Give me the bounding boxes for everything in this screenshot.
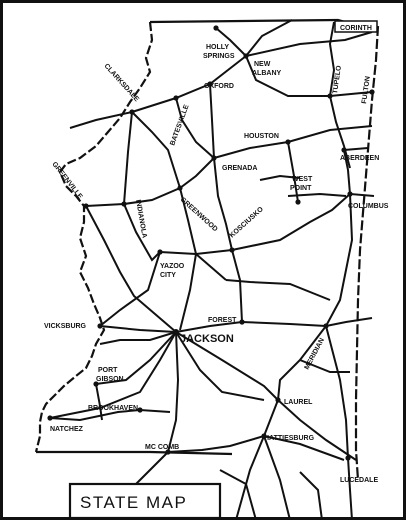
city-dot-meridian [323,323,329,329]
city-label-clarksdale: CLARKSDALE [103,63,141,104]
state-outline-north [149,18,361,28]
city-label-columbus: COLUMBUS [348,203,389,210]
city-dot-columbus [347,191,353,197]
city-label-aberdeen: ABERDEEN [340,155,379,162]
city-label-laurel: LAUREL [284,399,313,406]
city-dot-clarksdale [129,109,135,115]
city-dot-greenwood [177,185,183,191]
city-dot-brookhaven [137,407,143,413]
city-dot-oxford [207,81,213,87]
city-dot-holly-springs [213,25,219,31]
city-label-new-albany-2: ALBANY [252,70,281,77]
state-outline-east [354,25,380,481]
city-label-vicksburg: VICKSBURG [44,323,87,330]
city-dot-laurel [275,397,281,403]
city-label-oxford: OXFORD [204,83,234,90]
city-label-grenada: GRENADA [222,165,257,172]
city-dot-port-gibson [93,381,99,387]
city-label-hattiesburg: HATTIESBURG [264,435,315,442]
city-dot-west-point [295,199,301,205]
corinth-label-box [334,20,378,33]
city-dot-indianola [121,201,127,207]
city-markers [47,25,375,461]
city-label-mc-comb: MC COMB [145,444,179,451]
city-dot-tupelo [327,93,333,99]
city-dot-forest [239,319,245,325]
city-label-port-gibson-1: PORT [98,367,118,374]
city-dot-batesville [173,95,179,101]
city-dot-vicksburg [97,323,103,329]
city-dot-yazoo-city [157,249,163,255]
city-label-kosciusko: KOSCIUSKO [229,206,266,240]
city-label-corinth: CORINTH [340,25,372,32]
city-dot-greenville [83,203,89,209]
city-label-jackson: JACKSON [180,333,234,345]
city-dot-hattiesburg [261,433,267,439]
state-outline-west [34,21,154,453]
city-dot-natchez [47,415,53,421]
city-label-greenwood: GREENWOOD [179,196,219,233]
city-dot-mc-comb [165,449,171,455]
city-label-natchez: NATCHEZ [50,426,84,433]
city-dot-grenada [211,155,217,161]
city-label-forest: FOREST [208,317,237,324]
city-label-houston: HOUSTON [244,133,279,140]
city-dot-aberdeen [341,147,347,153]
city-label-west-point-1: WEST [292,176,313,183]
city-label-west-point-2: POINT [290,185,312,192]
city-dot-houston [285,139,291,145]
map-title: STATE MAP [80,493,187,512]
city-label-holly-springs-2: SPRINGS [203,53,235,60]
highway-network [49,19,375,520]
city-label-tupelo: TUPELO [332,65,343,95]
city-label-lucedale: LUCEDALE [340,477,378,484]
city-dot-lucedale [345,455,351,461]
city-dot-kosciusko [229,247,235,253]
city-dot-jackson [173,329,179,335]
city-label-yazoo-city-1: YAZOO [160,263,185,270]
city-label-greenville: GREENVILLE [50,161,83,201]
city-dot-new-albany [243,53,249,59]
city-label-fulton: FULTON [361,76,372,104]
state-outline-south [36,450,233,456]
city-label-new-albany-1: NEW [254,61,271,68]
city-label-holly-springs-1: HOLLY [206,44,229,51]
city-dot-fulton [369,89,375,95]
city-label-port-gibson-2: GIBSON [96,376,124,383]
city-label-brookhaven: BROOKHAVEN [88,405,138,412]
city-label-yazoo-city-2: CITY [160,272,176,279]
title-box [68,482,222,520]
